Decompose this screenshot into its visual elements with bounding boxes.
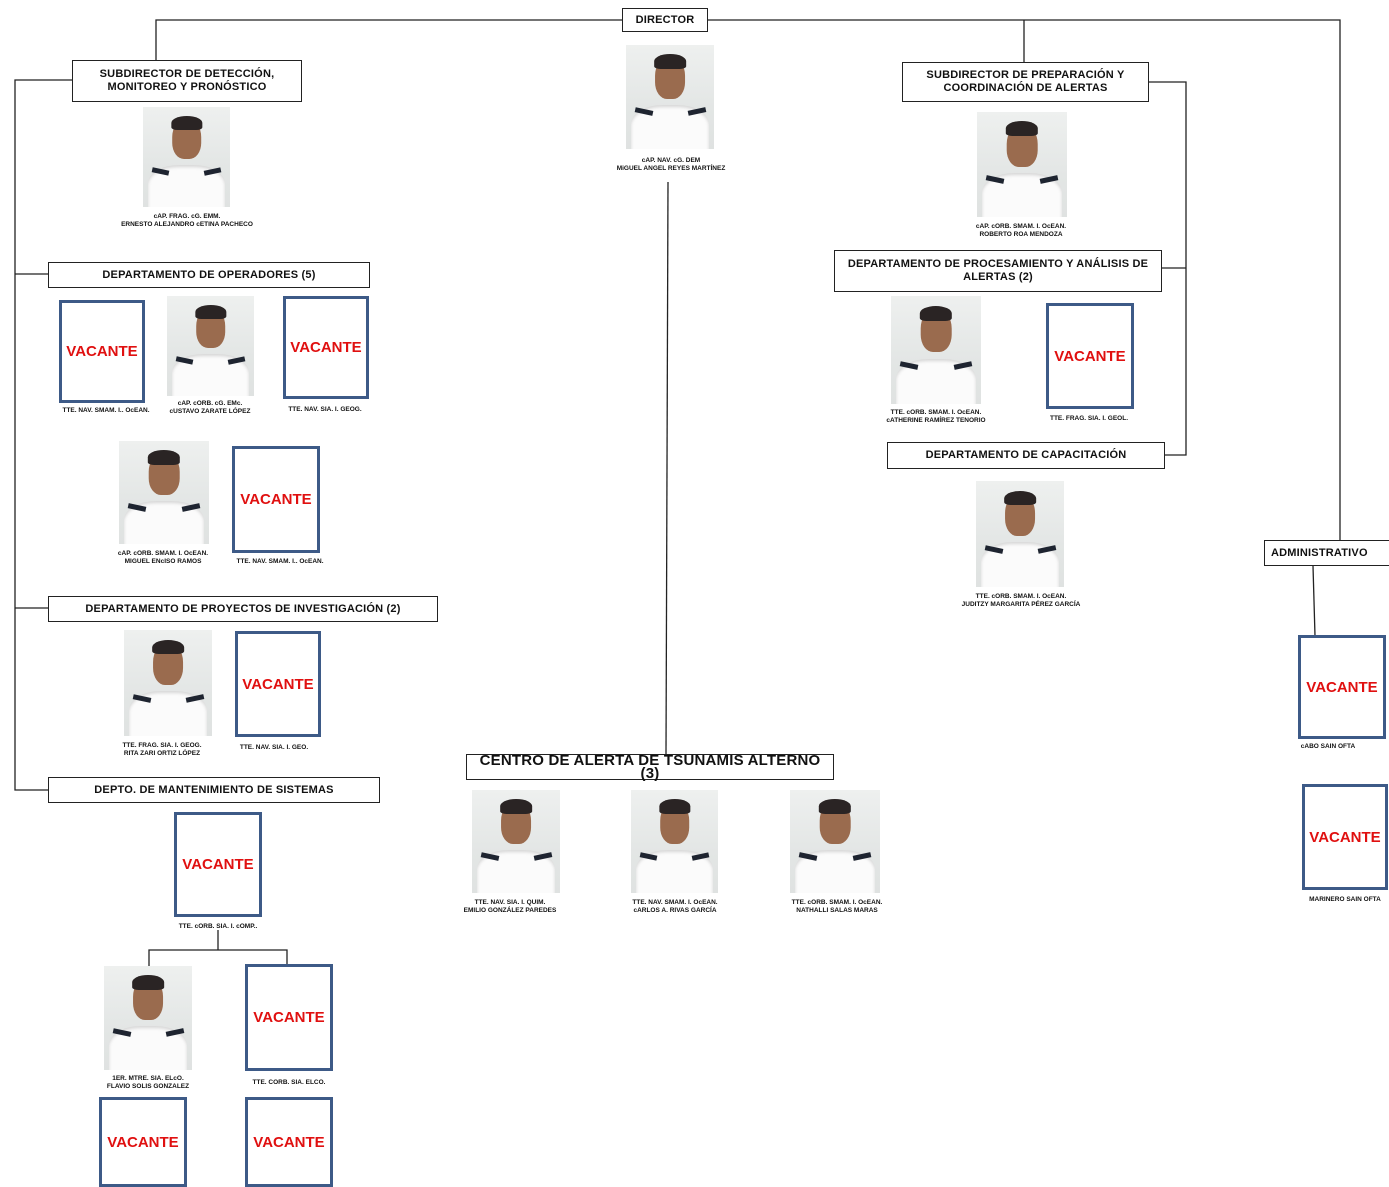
centro-alterno-title: CENTRO DE ALERTA DE TSUNAMIS ALTERNO (3) xyxy=(466,753,834,781)
caption-mant-vac: TTE. cORB. SIA. I. cOMP.. xyxy=(178,923,258,930)
vacante-proyectos: VACANTE xyxy=(235,631,321,737)
caption-mant-vac2: TTE. CORB. SIA. ELCO. xyxy=(252,1079,326,1086)
caption-proy-vac: TTE. NAV. SIA. I. GEO. xyxy=(239,744,309,751)
vacante-mantenimiento-2: VACANTE xyxy=(245,964,333,1071)
caption-op-enciso: cAP. cORB. SMAM. I. OcEAN.MIGUEL ENcISO … xyxy=(117,550,209,565)
operador-enciso-photo xyxy=(119,441,209,544)
caption-op-vac2: TTE. NAV. SIA. I. GEOG. xyxy=(288,406,362,413)
caption-op-zarate: cAP. cORB. cG. EMc.cUSTAVO ZARATE LÓPEZ xyxy=(169,400,251,415)
alterno-rivas-photo xyxy=(631,790,718,893)
departamento-operadores-title: DEPARTAMENTO DE OPERADORES (5) xyxy=(48,262,370,288)
subdirector-preparacion-title: SUBDIRECTOR DE PREPARACIÓN Y COORDINACIÓ… xyxy=(902,62,1149,102)
alterno-salas-photo xyxy=(790,790,880,893)
line-left-trunk xyxy=(14,79,72,791)
vacante-mantenimiento-4: VACANTE xyxy=(245,1097,333,1187)
vacante-administrativo-2: VACANTE xyxy=(1302,784,1388,890)
vacante-administrativo-1: VACANTE xyxy=(1298,635,1386,739)
vacante-mantenimiento-1: VACANTE xyxy=(174,812,262,917)
mantenimiento-solis-photo xyxy=(104,966,192,1070)
line-centro-alterno xyxy=(665,181,669,755)
director-title: DIRECTOR xyxy=(622,8,708,32)
vacante-operador-3: VACANTE xyxy=(232,446,320,553)
caption-adm-vac1: cABO SAIN OFTA xyxy=(1300,743,1356,750)
vacante-mantenimiento-3: VACANTE xyxy=(99,1097,187,1187)
caption-alt-rivas: TTE. NAV. SMAM. I. OcEAN.cARLOS A. RIVAS… xyxy=(632,899,718,914)
capacitacion-perez-photo xyxy=(976,481,1064,587)
caption-op-vac1: TTE. NAV. SMAM. I.. OcEAN. xyxy=(62,407,150,414)
line-director-right xyxy=(708,19,1341,540)
director-photo xyxy=(626,45,714,149)
vacante-operador-2: VACANTE xyxy=(283,296,369,399)
depto-mantenimiento-title: DEPTO. DE MANTENIMIENTO DE SISTEMAS xyxy=(48,777,380,803)
caption-mant-solis: 1ER. MTRE. SIA. ELcO.FLAVIO SOLIS GONZAL… xyxy=(106,1075,190,1090)
proyectos-ortiz-photo xyxy=(124,630,212,736)
caption-alt-gonzalez: TTE. NAV. SIA. I. QUIM.EMILIO GONZÁLEZ P… xyxy=(463,899,557,914)
caption-proc-vac: TTE. FRAG. SIA. I. GEOL. xyxy=(1049,415,1129,422)
vacante-procesamiento: VACANTE xyxy=(1046,303,1134,409)
sub-deteccion-photo xyxy=(143,107,230,207)
administrativo-title: ADMINISTRATIVO xyxy=(1264,540,1389,566)
caption-adm-vac2: MARINERO SAIN OFTA xyxy=(1309,896,1381,903)
alterno-gonzalez-photo xyxy=(472,790,560,893)
departamento-capacitacion-title: DEPARTAMENTO DE CAPACITACIÓN xyxy=(887,442,1165,469)
procesamiento-ramirez-photo xyxy=(891,296,981,404)
caption-cap-perez: TTE. cORB. SMAM. I. OcEAN.JUDITZY MARGAR… xyxy=(961,593,1081,608)
line-director-left xyxy=(155,19,622,60)
line-administrativo xyxy=(1312,565,1316,637)
caption-proc-ramirez: TTE. cORB. SMAM. I. OcEAN.cATHERINE RAMÍ… xyxy=(886,409,986,424)
departamento-procesamiento-title: DEPARTAMENTO DE PROCESAMIENTO Y ANÁLISIS… xyxy=(834,250,1162,292)
sub-preparacion-photo xyxy=(977,112,1067,217)
caption-sub-deteccion: cAP. FRAG. cG. EMM.ERNESTO ALEJANDRO cET… xyxy=(121,213,253,228)
operador-zarate-photo xyxy=(167,296,254,396)
caption-alt-salas: TTE. cORB. SMAM. I. OcEAN.NATHALLI SALAS… xyxy=(791,899,883,914)
caption-proy-ortiz: TTE. FRAG. SIA. I. GEOG.RITA ZARI ORTIZ … xyxy=(122,742,202,757)
departamento-proyectos-title: DEPARTAMENTO DE PROYECTOS DE INVESTIGACI… xyxy=(48,596,438,622)
caption-op-vac3: TTE. NAV. SMAM. I.. OcEAN. xyxy=(236,558,324,565)
subdirector-deteccion-title: SUBDIRECTOR DE DETECCIÓN, MONITOREO Y PR… xyxy=(72,60,302,102)
caption-sub-preparacion: cAP. cORB. SMAM. I. OcEAN.ROBERTO ROA ME… xyxy=(975,223,1067,238)
vacante-operador-1: VACANTE xyxy=(59,300,145,403)
